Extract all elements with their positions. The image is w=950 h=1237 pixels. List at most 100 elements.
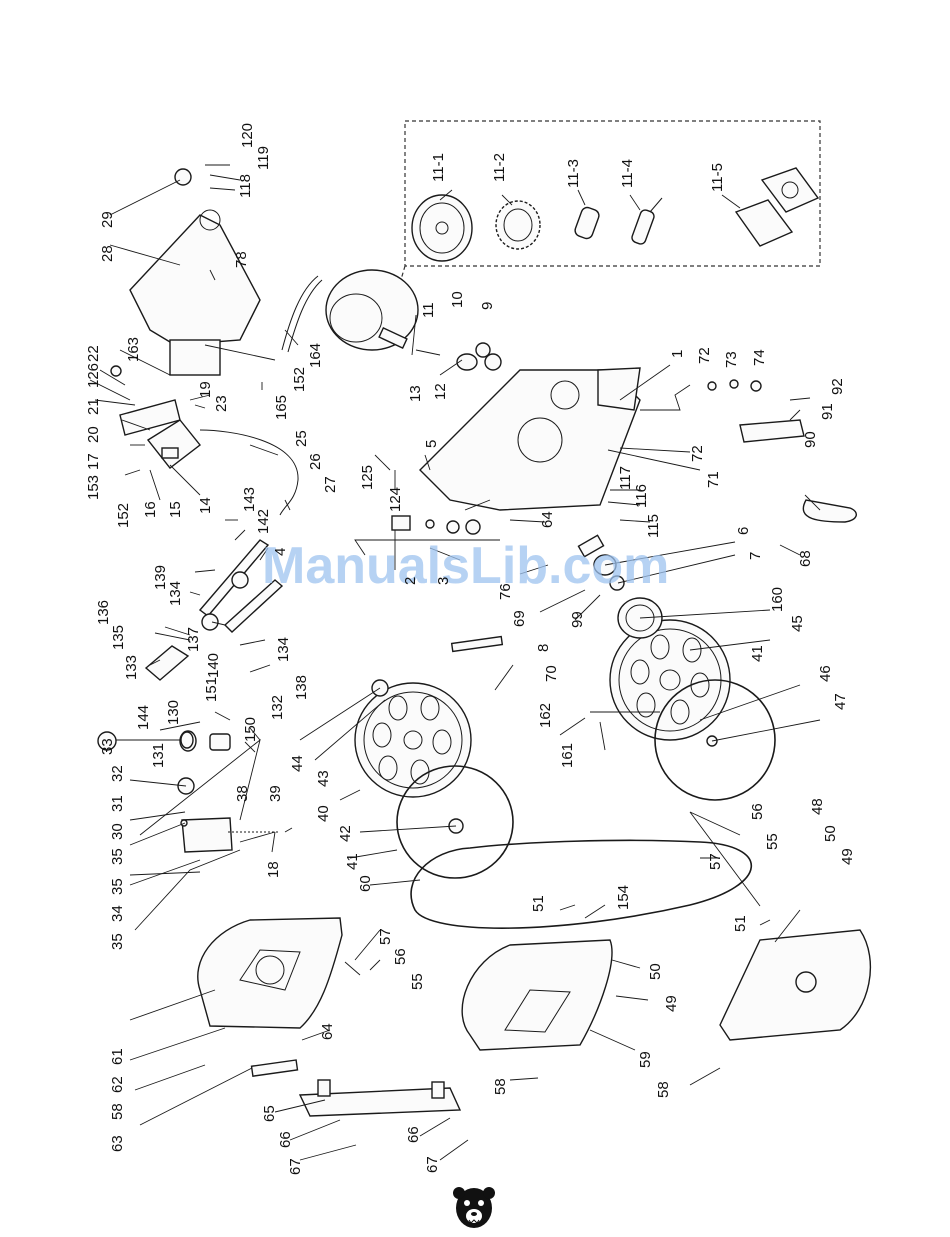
- label-17: 17: [85, 453, 102, 470]
- label-134a: 134: [167, 581, 184, 606]
- label-22: 22: [85, 345, 102, 362]
- label-140: 140: [205, 653, 222, 678]
- label-163: 163: [125, 337, 142, 362]
- label-164: 164: [307, 343, 324, 368]
- label-57b: 57: [377, 928, 394, 945]
- v-belt-part: [802, 499, 857, 523]
- label-66a: 66: [277, 1131, 294, 1148]
- lower-wheel-part: [609, 619, 731, 741]
- label-162: 162: [537, 703, 554, 728]
- label-4: 4: [272, 548, 289, 556]
- label-50a: 50: [822, 825, 839, 842]
- label-8: 8: [535, 644, 552, 652]
- label-29: 29: [99, 211, 116, 228]
- label-30: 30: [109, 823, 126, 840]
- label-42: 42: [337, 825, 354, 842]
- label-12: 12: [432, 383, 449, 400]
- label-65: 65: [261, 1105, 278, 1122]
- label-32: 32: [109, 765, 126, 782]
- label-125: 125: [359, 465, 376, 490]
- label-165: 165: [273, 395, 290, 420]
- label-11-3: 11-3: [565, 159, 582, 188]
- label-151: 151: [203, 677, 220, 702]
- lower-tire-part: [654, 679, 776, 801]
- label-131: 131: [150, 743, 167, 768]
- label-50b: 50: [647, 963, 664, 980]
- label-9: 9: [479, 302, 496, 310]
- label-20: 20: [85, 426, 102, 443]
- label-60: 60: [357, 875, 374, 892]
- label-58c: 58: [655, 1081, 672, 1098]
- label-23: 23: [213, 395, 230, 412]
- label-51b: 51: [732, 915, 749, 932]
- label-64b: 64: [539, 511, 556, 528]
- part-labels: 1 2 3 4 5 6 7 8 9 10 11 11-1 11-2 11-3 1…: [85, 123, 856, 1175]
- label-69: 69: [511, 610, 528, 627]
- label-74: 74: [751, 349, 768, 366]
- label-26: 26: [307, 453, 324, 470]
- junction-box-part: [734, 167, 820, 247]
- label-136: 136: [95, 600, 112, 625]
- label-57a: 57: [707, 853, 724, 870]
- label-152a: 152: [291, 367, 308, 392]
- label-67b: 67: [424, 1156, 441, 1173]
- label-11-1: 11-1: [430, 153, 447, 182]
- label-49a: 49: [839, 848, 856, 865]
- label-11: 11: [420, 302, 437, 318]
- label-19: 19: [197, 381, 214, 398]
- label-90: 90: [802, 431, 819, 448]
- label-160: 160: [769, 587, 786, 612]
- label-43: 43: [315, 770, 332, 787]
- label-135: 135: [110, 625, 127, 650]
- label-73: 73: [723, 351, 740, 368]
- label-7: 7: [747, 552, 764, 560]
- label-153: 153: [85, 475, 102, 500]
- label-133: 133: [123, 655, 140, 680]
- label-126: 126: [85, 363, 102, 388]
- label-3: 3: [435, 577, 452, 585]
- label-11-4: 11-4: [619, 159, 636, 188]
- label-70: 70: [543, 665, 560, 682]
- main-frame-part: [419, 367, 641, 511]
- label-11-2: 11-2: [491, 153, 508, 182]
- label-25: 25: [293, 430, 310, 447]
- label-150: 150: [242, 717, 259, 742]
- label-62: 62: [109, 1076, 126, 1093]
- label-38: 38: [234, 785, 251, 802]
- label-134b: 134: [275, 637, 292, 662]
- label-40: 40: [315, 805, 332, 822]
- label-39: 39: [267, 785, 284, 802]
- label-41b: 41: [749, 645, 766, 662]
- label-27: 27: [322, 476, 339, 493]
- trunnion-part: [298, 1079, 462, 1117]
- blade-guard-part: [250, 1059, 299, 1077]
- label-91: 91: [819, 403, 836, 420]
- upper-arm-part: [129, 168, 261, 376]
- label-35b: 35: [109, 878, 126, 895]
- label-28: 28: [99, 245, 116, 262]
- label-143: 143: [241, 487, 258, 512]
- guide-post-part: [198, 539, 284, 633]
- label-71: 71: [705, 471, 722, 488]
- label-144: 144: [135, 705, 152, 730]
- label-49b: 49: [663, 995, 680, 1012]
- label-10: 10: [449, 291, 466, 308]
- switch-box-part: [119, 399, 201, 469]
- tire-part: [396, 765, 514, 879]
- label-47: 47: [832, 693, 849, 710]
- label-13: 13: [407, 385, 424, 402]
- label-61: 61: [109, 1048, 126, 1065]
- label-2: 2: [402, 577, 419, 585]
- grizzly-bear-logo: [453, 1187, 495, 1228]
- label-31: 31: [109, 795, 126, 812]
- label-5: 5: [423, 440, 440, 448]
- label-51a: 51: [530, 895, 547, 912]
- label-63: 63: [109, 1135, 126, 1152]
- label-56a: 56: [749, 803, 766, 820]
- label-68: 68: [797, 550, 814, 567]
- label-99: 99: [569, 611, 586, 628]
- label-92: 92: [829, 378, 846, 395]
- cabinet-door-part: [719, 929, 872, 1041]
- label-33: 33: [99, 738, 116, 755]
- label-58b: 58: [492, 1078, 509, 1095]
